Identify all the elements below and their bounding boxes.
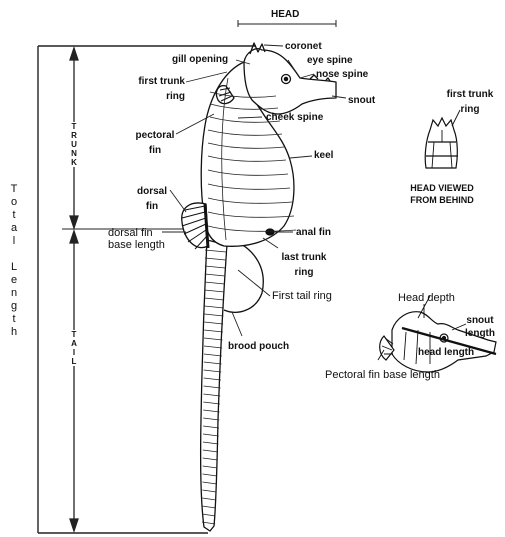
label-first-trunk-ring: first trunk ring (135, 74, 185, 104)
label-snout-length: snout length (460, 314, 500, 340)
label-coronet: coronet (285, 41, 322, 52)
label-first-tail-ring: First tail ring (272, 290, 332, 302)
label-nose-spine: nose spine (316, 69, 368, 80)
head-back-view (425, 110, 460, 168)
head-label: HEAD (271, 9, 299, 20)
label-keel: keel (314, 150, 333, 161)
label-head-length: head length (418, 347, 474, 358)
inset-head-back-caption: HEAD VIEWED FROM BEHIND (402, 182, 482, 206)
length-arrows (62, 48, 210, 531)
anal-fin (266, 229, 274, 235)
label-dorsal-fin: dorsal fin (132, 184, 172, 214)
label-last-trunk-ring: last trunk ring (274, 250, 334, 280)
label-brood-pouch: brood pouch (228, 341, 289, 352)
label-cheek-spine: cheek spine (266, 112, 323, 123)
label-eye-spine: eye spine (307, 55, 353, 66)
label-gill-opening: gill opening (172, 54, 228, 65)
label-snout: snout (348, 95, 375, 106)
inset-first-trunk-ring: first trunk ring (440, 87, 500, 117)
label-pectoral-fin-base-length: Pectoral fin base length (325, 369, 440, 381)
label-head-depth: Head depth (398, 292, 455, 304)
label-dorsal-fin-base-length: dorsal fin base length (108, 227, 165, 251)
head-bracket (238, 20, 336, 27)
dorsal-fin (182, 203, 208, 249)
label-pectoral-fin: pectoral fin (132, 128, 178, 158)
label-anal-fin: anal fin (296, 227, 331, 238)
